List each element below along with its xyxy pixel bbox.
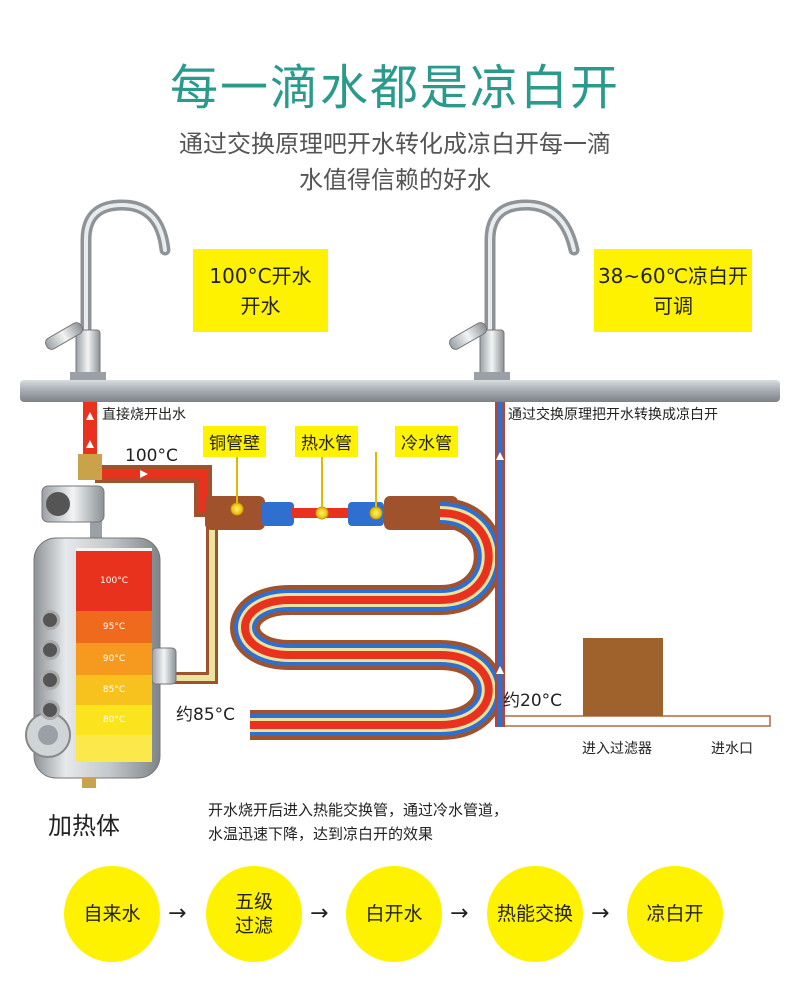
knob-icon bbox=[40, 640, 60, 660]
process-step: 白开水 bbox=[346, 866, 442, 962]
heater-knobs bbox=[40, 610, 60, 720]
copper-wall-tag: 铜管壁 bbox=[203, 426, 266, 457]
description-line-2: 水温迅速下降，达到凉白开的效果 bbox=[208, 825, 434, 843]
arrow-right-icon: → bbox=[450, 901, 469, 926]
description-line-1: 开水烧开后进入热能交换管，通过冷水管道， bbox=[208, 801, 509, 819]
temp-band: 85°C bbox=[76, 675, 152, 705]
inlet-temperature: 约20°C bbox=[503, 691, 563, 711]
right-box-line-2: 可调 bbox=[653, 293, 693, 318]
right-faucet-icon bbox=[449, 199, 580, 383]
copper-marker-dot bbox=[230, 502, 244, 516]
heat-exchanger-straight bbox=[205, 496, 458, 530]
right-box-line-1: 38~60℃凉白开 bbox=[597, 263, 749, 288]
heater-temperature-bands: 100°C 95°C 90°C 85°C 80°C bbox=[76, 551, 152, 762]
subtitle-line-1: 通过交换原理吧开水转化成凉白开每一滴 bbox=[179, 130, 611, 158]
temp-band: 95°C bbox=[76, 611, 152, 643]
cold-marker-dot bbox=[369, 506, 383, 520]
arrow-right-icon: → bbox=[591, 901, 610, 926]
hot-marker-dot bbox=[315, 506, 329, 520]
arrow-right-icon: → bbox=[168, 901, 187, 926]
heater-label: 加热体 bbox=[48, 812, 120, 840]
process-step: 热能交换 bbox=[487, 866, 583, 962]
knob-icon bbox=[40, 670, 60, 690]
hot-pipe-tag: 热水管 bbox=[295, 426, 358, 457]
knob-icon bbox=[40, 700, 60, 720]
temp-band: 80°C bbox=[76, 705, 152, 735]
left-faucet-icon bbox=[45, 199, 171, 383]
subtitle-line-2: 水值得信赖的好水 bbox=[299, 166, 491, 194]
converted-outlet-label: 通过交换原理把开水转换成凉白开 bbox=[508, 407, 718, 423]
left-box-line-1: 100°C开水 bbox=[209, 263, 312, 288]
arrow-right-icon: → bbox=[310, 901, 329, 926]
left-faucet-info-box: 100°C开水 开水 bbox=[193, 249, 328, 332]
heat-exchanger-coil bbox=[230, 498, 504, 740]
filter-label: 进入过滤器 bbox=[582, 741, 652, 757]
process-step: 五级 过滤 bbox=[206, 866, 302, 962]
hot-outlet-riser bbox=[83, 402, 97, 464]
temp-band-empty bbox=[76, 735, 152, 762]
process-step: 凉白开 bbox=[627, 866, 723, 962]
cold-pipe-tag: 冷水管 bbox=[395, 426, 458, 457]
return-temperature: 约85°C bbox=[176, 705, 236, 725]
return-pipe bbox=[172, 514, 222, 684]
page-title: 每一滴水都是凉白开 bbox=[169, 60, 620, 116]
water-inlet-label: 进水口 bbox=[711, 741, 753, 757]
countertop-bar bbox=[20, 380, 780, 402]
right-faucet-info-box: 38~60℃凉白开 可调 bbox=[594, 249, 752, 332]
hot-outlet-label: 直接烧开出水 bbox=[102, 407, 186, 423]
process-step: 自来水 bbox=[64, 866, 160, 962]
temp-band: 100°C bbox=[76, 551, 152, 611]
outlet-temperature: 100°C bbox=[125, 446, 178, 466]
filter-box bbox=[583, 638, 663, 716]
temp-band: 90°C bbox=[76, 643, 152, 675]
knob-icon bbox=[40, 610, 60, 630]
left-box-line-2: 开水 bbox=[240, 293, 281, 318]
